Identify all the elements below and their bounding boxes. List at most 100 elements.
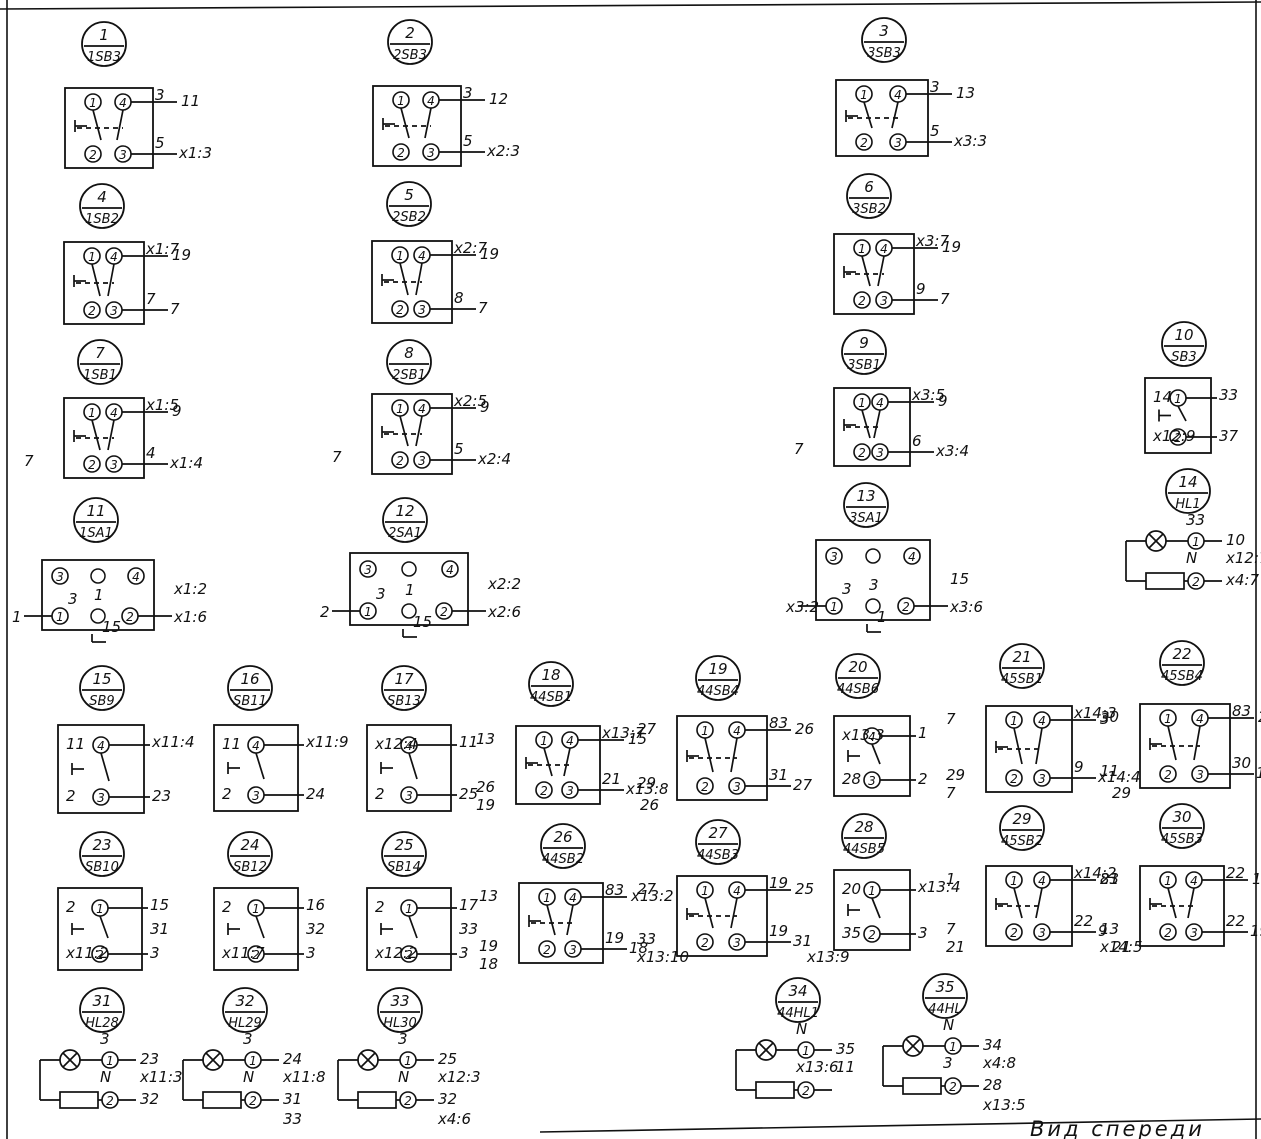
- device-2-pin-a-label: 1: [397, 94, 405, 108]
- device-22-body: [1139, 703, 1231, 789]
- device-8-wire-label: 7: [332, 448, 342, 466]
- device-26-wire-label: 19: [479, 937, 498, 955]
- device-1-pin-c: [84, 145, 102, 163]
- device-26-body: [518, 882, 604, 964]
- device-8-wire-label: x2:4: [477, 450, 511, 468]
- device-21-pin-d-label: 3: [1038, 772, 1046, 786]
- device-12-pin-b: [441, 560, 459, 578]
- device-26-tag-number: 26: [553, 828, 572, 846]
- device-29-tag-number: 29: [1012, 810, 1031, 828]
- device-14-pin-b-label: 2: [1192, 575, 1200, 589]
- device-26-wire-label: 18: [629, 939, 648, 957]
- device-23-tag-number: 23: [92, 836, 111, 854]
- device-30-pin-d-label: 3: [1190, 926, 1198, 940]
- device-6-body: [833, 233, 915, 315]
- device-34-wire-label: 11: [836, 1058, 855, 1076]
- device-31-tag-number: 31: [92, 992, 111, 1010]
- device-22-wire-label: 19: [1256, 764, 1261, 782]
- device-18-wire-label: x13:8: [625, 780, 669, 798]
- device-18-wire-label: 21: [602, 770, 621, 788]
- device-32-pin-b-label: 2: [249, 1094, 257, 1108]
- contact-line: [730, 737, 738, 773]
- device-1-wire-label: x1:3: [178, 144, 212, 162]
- device-12-tag-code: 2SA1: [388, 526, 422, 541]
- device-33-tag-number: 33: [390, 992, 409, 1010]
- device-9-tag-code: 3SB1: [847, 358, 881, 373]
- device-11-wire-label: 15: [102, 618, 121, 636]
- device-25-wire-label: x12:2: [374, 944, 418, 962]
- device-13-tag-number: 13: [856, 487, 875, 505]
- device-24-wire-label: 3: [306, 944, 316, 962]
- device-32-pin-a-label: 1: [249, 1054, 257, 1068]
- device-7-body: [63, 397, 145, 479]
- device-6-wire-label: 7: [940, 290, 950, 308]
- device-26-wire-label: 19: [605, 929, 624, 947]
- device-28-tag-number: 28: [854, 818, 873, 836]
- device-12-pin-a-label: 3: [364, 563, 372, 577]
- device-25-pin-a-label: 1: [405, 902, 413, 916]
- device-28-wire-label: 35: [842, 924, 861, 942]
- device-7-pin-b-label: 4: [110, 406, 118, 420]
- device-28-pin-a-label: 1: [868, 884, 876, 898]
- device-17-wire-label: 2: [375, 785, 385, 803]
- device-12-pin-c-label: 1: [364, 605, 372, 619]
- device-10-body: [1144, 377, 1212, 454]
- contact-line: [1035, 727, 1043, 765]
- device-26-pin-b-label: 4: [569, 891, 577, 905]
- device-9-tag-number: 9: [859, 334, 869, 352]
- contact-line: [400, 107, 410, 139]
- device-35-wire-label: N: [943, 1016, 954, 1034]
- device-32-tag-code: HL29: [228, 1016, 262, 1031]
- device-11-wire-label: 1: [94, 586, 104, 604]
- device-8-pin-c-label: 2: [396, 454, 404, 468]
- device-11-pin-a-label: 3: [56, 570, 64, 584]
- device-5-pin-a-label: 1: [396, 249, 404, 263]
- device-1-wire-label: 11: [181, 92, 200, 110]
- device-17-pin-a-label: 4: [405, 739, 413, 753]
- device-29-wire-label: 22: [1074, 912, 1093, 930]
- device-31-pin-b-label: 2: [106, 1094, 114, 1108]
- device-24-tag-number: 24: [240, 836, 259, 854]
- device-5-pin-c: [391, 300, 409, 318]
- device-15-pin-a-label: 4: [97, 739, 105, 753]
- device-13-wire-label: 15: [950, 570, 969, 588]
- device-2-wire-label: 12: [489, 90, 508, 108]
- device-27-pin-a-label: 1: [701, 884, 709, 898]
- contact-line: [543, 747, 553, 777]
- device-27-wire-label: 19: [769, 922, 788, 940]
- device-16-wire-label: 2: [222, 785, 232, 803]
- device-18-wire-label: 15: [628, 730, 647, 748]
- device-30-pin-a-label: 1: [1164, 874, 1172, 888]
- device-29-wire-label: 21: [946, 938, 965, 956]
- lamp-cross: [62, 1052, 78, 1068]
- device-33-wire-label: x4:6: [437, 1110, 471, 1128]
- device-29-wire-label: 21: [1112, 938, 1131, 956]
- device-13-pin-a-label: 3: [830, 550, 838, 564]
- contact-line: [92, 109, 102, 141]
- device-7-wire-label: 9: [172, 402, 182, 420]
- device-31-wire-label: x11:3: [139, 1068, 183, 1086]
- device-22-wire-label: 30: [1232, 754, 1251, 772]
- contact-line: [1193, 725, 1201, 761]
- device-28-tag-circle: [841, 813, 887, 859]
- device-2-body: [372, 85, 462, 167]
- device-12-wire-label: 15: [413, 613, 432, 631]
- device-27-pin-b-label: 4: [733, 884, 741, 898]
- device-22-wire-label: 30: [1100, 708, 1119, 726]
- device-22-pin-a-label: 1: [1164, 712, 1172, 726]
- device-21-body: [985, 705, 1073, 793]
- device-32-wire-label: 33: [283, 1110, 302, 1128]
- contact-line: [91, 419, 101, 451]
- device-32-tag-circle: [222, 987, 268, 1033]
- device-35-pin-b-label: 2: [949, 1080, 957, 1094]
- device-1-body: [64, 87, 154, 169]
